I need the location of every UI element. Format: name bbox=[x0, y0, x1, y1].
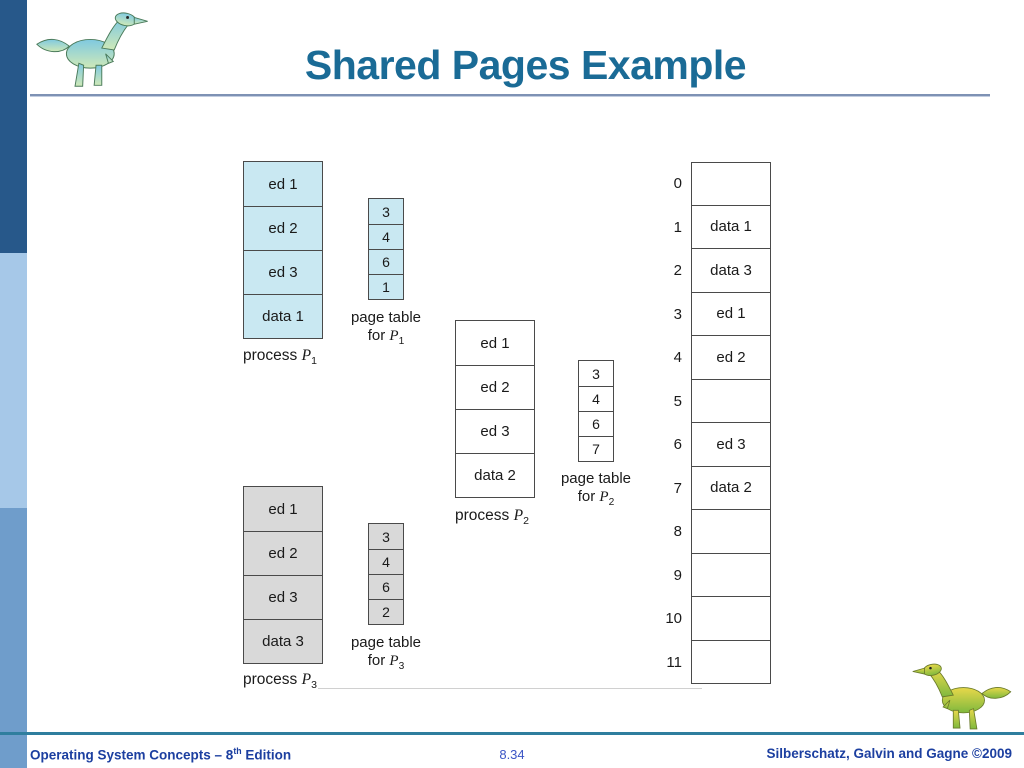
memory-frame-row: 8 bbox=[652, 510, 782, 554]
page-table-p1-entry: 6 bbox=[369, 249, 403, 274]
process-p2-table: ed 1 ed 2 ed 3 data 2 bbox=[455, 320, 535, 498]
physical-memory-column: 0 1 data 1 2 data 3 3 ed 1 4 ed 2 5 6 ed… bbox=[652, 162, 782, 684]
left-bar-segment-light bbox=[0, 253, 27, 508]
page-table-p2-entry: 3 bbox=[579, 361, 613, 386]
frame-content bbox=[691, 379, 771, 423]
header-divider bbox=[30, 94, 990, 97]
process-p2-page: ed 2 bbox=[456, 365, 534, 409]
page-table-p3: 3 4 6 2 bbox=[368, 523, 404, 625]
frame-content: data 1 bbox=[691, 205, 771, 249]
page-table-p1-label: page table for P1 bbox=[350, 309, 422, 348]
page-table-p2-label: page table for P2 bbox=[560, 470, 632, 509]
process-p3-label: process P3 bbox=[243, 671, 317, 692]
frame-number: 6 bbox=[673, 436, 682, 454]
frame-number: 4 bbox=[673, 349, 682, 367]
frame-number: 8 bbox=[673, 523, 682, 541]
frame-content: data 2 bbox=[691, 466, 771, 510]
page-table-p1-entry: 4 bbox=[369, 224, 403, 249]
dinosaur-logo-icon bbox=[32, 6, 162, 92]
memory-frame-row: 3 ed 1 bbox=[652, 292, 782, 336]
process-p3-page: data 3 bbox=[244, 619, 322, 663]
footer-authors: Silberschatz, Galvin and Gagne ©2009 bbox=[766, 746, 1012, 761]
frame-content: ed 2 bbox=[691, 336, 771, 380]
figure-border bbox=[318, 688, 702, 689]
frame-content bbox=[691, 640, 771, 684]
frame-number: 11 bbox=[666, 653, 682, 671]
process-p2-label: process P2 bbox=[455, 507, 529, 528]
frame-number: 9 bbox=[673, 566, 682, 584]
page-table-p2-entry: 4 bbox=[579, 386, 613, 411]
process-p3-page: ed 2 bbox=[244, 531, 322, 575]
frame-number: 2 bbox=[673, 262, 682, 280]
process-p1-table: ed 1 ed 2 ed 3 data 1 bbox=[243, 161, 323, 339]
page-number: 8.34 bbox=[499, 747, 525, 762]
process-p1-page: ed 2 bbox=[244, 206, 322, 250]
process-p1-page: ed 3 bbox=[244, 250, 322, 294]
frame-number: 1 bbox=[673, 218, 682, 236]
process-p2-page: ed 3 bbox=[456, 409, 534, 453]
left-bar-segment-medium bbox=[0, 508, 27, 768]
frame-number: 10 bbox=[665, 610, 682, 628]
process-p1-page: data 1 bbox=[244, 294, 322, 338]
page-table-p1-entry: 3 bbox=[369, 199, 403, 224]
frame-content bbox=[691, 553, 771, 597]
frame-number: 3 bbox=[673, 305, 682, 323]
left-accent-bar bbox=[0, 0, 27, 768]
memory-frame-row: 6 ed 3 bbox=[652, 423, 782, 467]
memory-frame-row: 7 data 2 bbox=[652, 466, 782, 510]
frame-number: 0 bbox=[673, 175, 682, 193]
frame-content: data 3 bbox=[691, 249, 771, 293]
memory-frame-row: 11 bbox=[652, 640, 782, 684]
left-bar-segment-dark bbox=[0, 0, 27, 253]
page-table-p3-label: page table for P3 bbox=[350, 634, 422, 673]
process-p3-page: ed 3 bbox=[244, 575, 322, 619]
frame-number: 5 bbox=[673, 392, 682, 410]
process-p2-page: data 2 bbox=[456, 453, 534, 497]
page-table-p2-entry: 7 bbox=[579, 436, 613, 461]
page-table-p3-entry: 2 bbox=[369, 599, 403, 624]
process-p1-label: process P1 bbox=[243, 347, 317, 368]
footer-divider bbox=[0, 732, 1024, 735]
memory-frame-row: 10 bbox=[652, 597, 782, 641]
process-p3-page: ed 1 bbox=[244, 487, 322, 531]
process-p1-page: ed 1 bbox=[244, 162, 322, 206]
page-table-p2-entry: 6 bbox=[579, 411, 613, 436]
page-table-p1: 3 4 6 1 bbox=[368, 198, 404, 300]
memory-frame-row: 4 ed 2 bbox=[652, 336, 782, 380]
process-p2-page: ed 1 bbox=[456, 321, 534, 365]
page-table-p3-entry: 4 bbox=[369, 549, 403, 574]
dinosaur-mascot-icon bbox=[900, 658, 1015, 734]
slide-title: Shared Pages Example bbox=[304, 42, 747, 88]
memory-frame-row: 0 bbox=[652, 162, 782, 206]
memory-frame-row: 2 data 3 bbox=[652, 249, 782, 293]
frame-content bbox=[691, 597, 771, 641]
page-table-p3-entry: 3 bbox=[369, 524, 403, 549]
frame-content: ed 3 bbox=[691, 423, 771, 467]
page-table-p2: 3 4 6 7 bbox=[578, 360, 614, 462]
frame-content bbox=[691, 510, 771, 554]
frame-content bbox=[691, 162, 771, 206]
frame-content: ed 1 bbox=[691, 292, 771, 336]
memory-frame-row: 5 bbox=[652, 379, 782, 423]
footer-book-title: Operating System Concepts – 8th Edition bbox=[30, 746, 292, 763]
frame-number: 7 bbox=[673, 479, 682, 497]
memory-frame-row: 1 data 1 bbox=[652, 205, 782, 249]
page-table-p1-entry: 1 bbox=[369, 274, 403, 299]
process-p3-table: ed 1 ed 2 ed 3 data 3 bbox=[243, 486, 323, 664]
memory-frame-row: 9 bbox=[652, 553, 782, 597]
page-table-p3-entry: 6 bbox=[369, 574, 403, 599]
